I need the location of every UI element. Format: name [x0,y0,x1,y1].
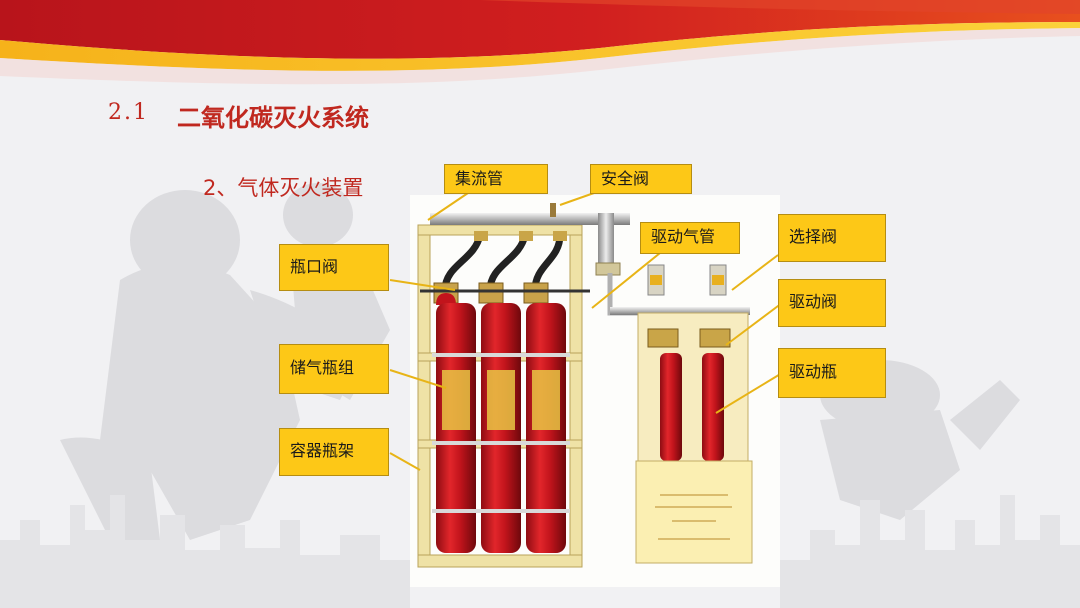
callout-cylinder-rack: 容器瓶架 [279,428,389,476]
drive-cylinder-cabinet [635,264,753,564]
callout-safety-valve: 安全阀 [590,164,692,194]
callout-cylinder-valve: 瓶口阀 [279,244,389,291]
callout-selector-valve: 选择阀 [778,214,886,262]
section-number: 2.1 [108,100,149,125]
callout-cylinder-group: 储气瓶组 [279,344,389,394]
callout-drive-cylinder: 驱动瓶 [778,348,886,398]
city-skyline [0,495,1080,608]
top-banner [0,0,1080,85]
subsection-title: 2、气体灭火装置 [203,176,364,200]
section-title: 二氧化碳灭火系统 [177,104,369,132]
callout-drive-valve: 驱动阀 [778,279,886,327]
cylinder-rack [417,224,583,568]
callout-manifold: 集流管 [444,164,548,194]
manifold-pipe [430,203,750,316]
callout-drive-gas-pipe: 驱动气管 [640,222,740,254]
gas-extinguishing-device-photo [410,195,780,587]
storage-cylinder-group [432,293,570,553]
